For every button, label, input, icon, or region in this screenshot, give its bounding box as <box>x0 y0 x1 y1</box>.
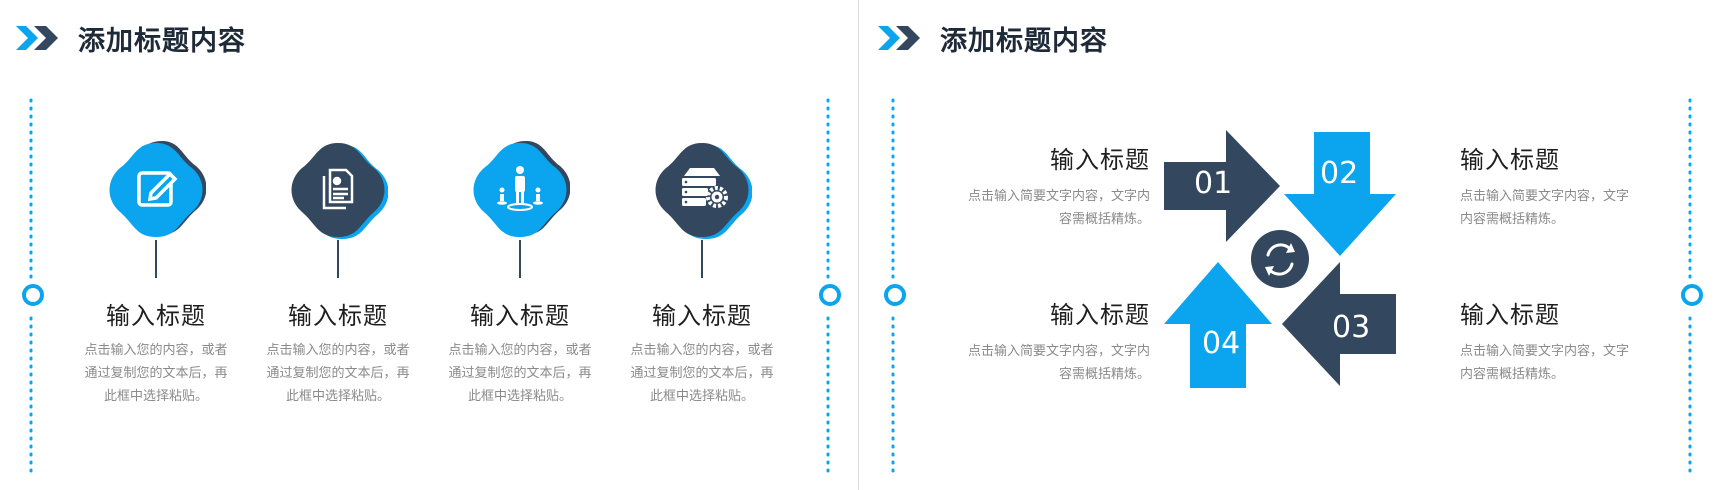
item-description: 点击输入您的内容，或者通过复制您的文本后，再此框中选择粘贴。 <box>448 343 592 404</box>
arrow-label-04: 04 <box>1202 326 1241 361</box>
double-chevron-icon <box>878 26 920 50</box>
server-gear-icon <box>682 168 728 208</box>
arrow-label-03: 03 <box>1332 310 1371 345</box>
item-description: 点击输入您的内容，或者通过复制您的文本后，再此框中选择粘贴。 <box>84 343 228 404</box>
feature-item-3: 输入标题 点击输入您的内容，或者通过复制您的文本后，再此框中选择粘贴。 <box>440 140 600 408</box>
document-icon <box>322 168 354 210</box>
arrow-label-02: 02 <box>1320 156 1359 191</box>
right-dotted-divider <box>826 98 830 478</box>
slide-1: 添加标题内容 输入标题 点击输入您的内容， <box>0 0 859 490</box>
item-title: 输入标题 <box>470 302 570 330</box>
refresh-icon <box>1265 243 1295 276</box>
left-dotted-divider <box>891 98 895 478</box>
page-title: 添加标题内容 <box>78 25 246 57</box>
arrow-03 <box>1282 262 1396 386</box>
feature-item-1: 输入标题 点击输入您的内容，或者通过复制您的文本后，再此框中选择粘贴。 <box>76 140 236 408</box>
slide-2: 添加标题内容 输入标题 点击输入简要文字内容，文字内容需概括精炼。 输入标题 点… <box>862 0 1720 490</box>
dotted-line-right <box>826 98 830 478</box>
text-block-bottom-left: 输入标题 点击输入简要文字内容，文字内容需概括精炼。 <box>960 295 1150 386</box>
block-title: 输入标题 <box>1050 146 1150 174</box>
blob-badge-4 <box>652 140 753 240</box>
stem-line <box>519 240 521 278</box>
dotted-line-right <box>1688 98 1692 478</box>
person-podium-icon <box>497 166 543 211</box>
slide-header: 添加标题内容 <box>878 18 1108 58</box>
stem-line <box>155 240 157 278</box>
text-block-bottom-right: 输入标题 点击输入简要文字内容，文字内容需概括精炼。 <box>1460 295 1630 386</box>
arrow-02 <box>1284 132 1396 256</box>
edit-icon <box>137 171 178 207</box>
dotted-line-left <box>891 98 895 478</box>
block-title: 输入标题 <box>1050 301 1150 329</box>
right-ring-marker <box>1681 284 1703 306</box>
block-title: 输入标题 <box>1460 301 1560 329</box>
feature-item-2: 输入标题 点击输入您的内容，或者通过复制您的文本后，再此框中选择粘贴。 <box>258 140 418 408</box>
feature-item-4: 输入标题 点击输入您的内容，或者通过复制您的文本后，再此框中选择粘贴。 <box>622 140 782 408</box>
right-dotted-divider <box>1688 98 1692 478</box>
text-block-top-right: 输入标题 点击输入简要文字内容，文字内容需概括精炼。 <box>1460 140 1630 231</box>
arrow-04 <box>1164 262 1272 388</box>
item-title: 输入标题 <box>652 302 752 330</box>
block-description: 点击输入简要文字内容，文字内容需概括精炼。 <box>1460 189 1630 227</box>
item-description: 点击输入您的内容，或者通过复制您的文本后，再此框中选择粘贴。 <box>266 343 410 404</box>
block-description: 点击输入简要文字内容，文字内容需概括精炼。 <box>967 344 1150 382</box>
dotted-line-left <box>29 98 33 478</box>
slide-header: 添加标题内容 <box>16 18 246 58</box>
arrow-label-01: 01 <box>1194 166 1233 201</box>
item-title: 输入标题 <box>288 302 388 330</box>
item-title: 输入标题 <box>106 302 206 330</box>
block-description: 点击输入简要文字内容，文字内容需概括精炼。 <box>967 189 1150 227</box>
stem-line <box>337 240 339 278</box>
item-description: 点击输入您的内容，或者通过复制您的文本后，再此框中选择粘贴。 <box>630 343 774 404</box>
right-ring-marker <box>819 284 841 306</box>
block-title: 输入标题 <box>1460 146 1560 174</box>
arrow-shapes <box>1164 130 1396 388</box>
left-ring-marker <box>22 284 44 306</box>
arrow-cycle-diagram: 01 02 03 04 <box>1164 130 1396 390</box>
double-chevron-icon <box>16 26 58 50</box>
text-block-top-left: 输入标题 点击输入简要文字内容，文字内容需概括精炼。 <box>960 140 1150 231</box>
stem-line <box>701 240 703 278</box>
arrow-01 <box>1164 130 1280 242</box>
blob-badge-2 <box>288 140 389 240</box>
blob-badge-1 <box>106 140 207 240</box>
left-ring-marker <box>884 284 906 306</box>
left-dotted-divider <box>29 98 33 478</box>
page-title: 添加标题内容 <box>940 25 1108 57</box>
block-description: 点击输入简要文字内容，文字内容需概括精炼。 <box>1460 344 1630 382</box>
center-circle <box>1251 230 1309 288</box>
blob-badge-3 <box>470 140 571 240</box>
